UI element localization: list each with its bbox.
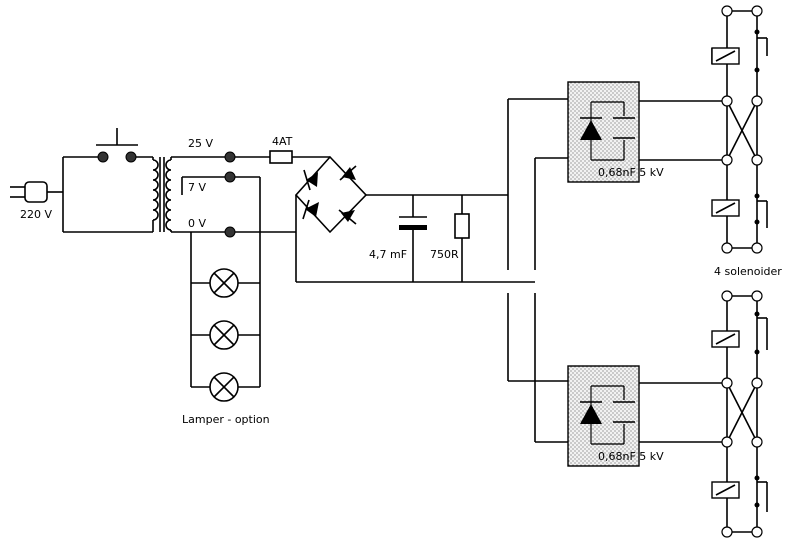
solenoid-pair-bottom — [711, 290, 768, 538]
module-feed-wiring — [507, 98, 568, 443]
push-button-switch-icon — [96, 128, 138, 163]
module-bottom-label: 0,68nF 5 kV — [598, 450, 664, 463]
tap-7v-label: 7 V — [188, 181, 206, 194]
solenoid-pair-top — [711, 5, 768, 254]
module-top-label: 0,68nF 5 kV — [598, 166, 664, 179]
lamp-icon — [209, 320, 239, 350]
hv-module-top — [567, 81, 640, 183]
solenoid-icon — [711, 475, 768, 512]
resistor-label: 750R — [430, 248, 459, 261]
tap-0v-label: 0 V — [188, 217, 206, 230]
lamp-icon — [209, 372, 239, 402]
tap-25v-label: 25 V — [188, 137, 213, 150]
fuse-icon — [269, 150, 293, 164]
secondary-taps — [171, 151, 236, 238]
lamp-icon — [209, 268, 239, 298]
mains-voltage-label: 220 V — [20, 208, 52, 221]
solenoid-icon — [711, 193, 768, 228]
capacitor-icon — [399, 195, 427, 282]
resistor-icon — [454, 195, 470, 282]
lamps-label: Lamper - option — [182, 413, 270, 426]
dc-rails — [295, 194, 535, 283]
fuse-label: 4AT — [272, 135, 293, 148]
bridge-rectifier-icon — [294, 155, 368, 234]
solenoid-icon — [711, 311, 768, 355]
primary-wiring — [62, 156, 153, 233]
solenoids-label: 4 solenoider — [714, 265, 782, 278]
solenoid-icon — [711, 29, 768, 73]
transformer-icon — [152, 157, 172, 232]
mains-plug-icon — [10, 181, 63, 203]
hv-module-bottom — [567, 365, 640, 467]
lamp-array — [190, 176, 261, 402]
capacitor-label: 4,7 mF — [369, 248, 407, 261]
